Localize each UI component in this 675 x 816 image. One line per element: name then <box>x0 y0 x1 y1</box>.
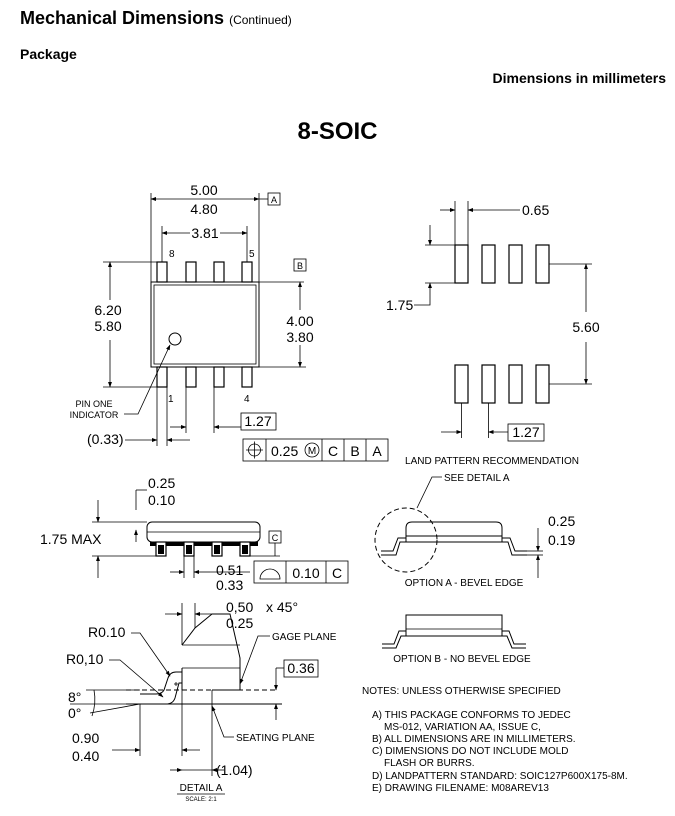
flatness-datum: C <box>332 565 342 581</box>
land-pattern: 0.65 1.75 5.60 1.27 LAND PATTERN RECOMME… <box>386 201 600 467</box>
option-views: SEE DETAIL A 0.25 0.19 OPTION A - BEVEL … <box>374 473 575 665</box>
pin-one-label-1: PIN ONE <box>75 399 112 409</box>
detail-title: DETAIL A <box>180 783 223 794</box>
angle-max: 8° <box>68 689 81 705</box>
note-c-1: C) DIMENSIONS DO NOT INCLUDE MOLD <box>372 746 569 757</box>
fcf-datum-3: A <box>372 443 382 459</box>
chamfer-max: 0,50 <box>226 599 253 615</box>
lp-pad-length: 1.75 <box>386 297 413 313</box>
overall-width-min: 5.80 <box>94 318 121 334</box>
see-detail-a: SEE DETAIL A <box>444 473 510 484</box>
notes-heading: NOTES: UNLESS OTHERWISE SPECIFIED <box>362 686 561 697</box>
gage-plane-label: GAGE PLANE <box>272 632 337 643</box>
profile-symbol-icon <box>259 568 281 580</box>
standoff-max: 0.25 <box>148 475 175 491</box>
body-length-max: 5.00 <box>190 182 217 198</box>
option-b-label: OPTION B - NO BEVEL EDGE <box>393 654 531 665</box>
body-length-min: 4.80 <box>190 201 217 217</box>
top-body-outline <box>150 281 260 368</box>
mmc-modifier-icon <box>304 442 320 458</box>
option-a-label: OPTION A - BEVEL EDGE <box>405 578 524 589</box>
pin-1-label: 1 <box>168 394 174 405</box>
lead-width-min: 0.33 <box>216 577 243 593</box>
top-pin-7 <box>185 261 197 283</box>
top-pin-6 <box>213 261 225 283</box>
pin-one-dot <box>168 332 182 346</box>
note-a-2: MS-012, VARIATION AA, ISSUE C, <box>384 722 541 733</box>
units-note: Dimensions in millimeters <box>492 70 667 86</box>
note-e: E) DRAWING FILENAME: M08AREV13 <box>372 783 549 794</box>
top-pin-2 <box>185 366 197 388</box>
section-subtitle: Package <box>20 46 77 62</box>
pin-one-label-2: INDICATOR <box>70 410 119 420</box>
note-c-2: FLASH OR BURRS. <box>384 758 475 769</box>
top-pin-5 <box>241 261 253 283</box>
pin-5-label: 5 <box>249 249 255 260</box>
side-view: 0.25 0.10 1.75 MAX C 0.51 0.33 0.10 C <box>40 475 349 593</box>
body-width-min: 3.80 <box>286 329 313 345</box>
chamfer-min: 0.25 <box>226 615 253 631</box>
datum-c-label: C <box>272 533 279 543</box>
top-pin-4 <box>241 366 253 388</box>
lp-pad-width: 0.65 <box>522 202 549 218</box>
foot-max: 0.90 <box>72 730 99 746</box>
overall-width-max: 6.20 <box>94 302 121 318</box>
datum-a-label: A <box>271 195 277 205</box>
side-height: 1.75 MAX <box>40 531 102 547</box>
detail-a: 0,50 0.25 x 45° R0.10 R0,10 GAGE PLANE 0… <box>66 599 337 803</box>
note-d: D) LANDPATTERN STANDARD: SOIC127P600X175… <box>372 771 628 782</box>
flatness-value: 0.10 <box>292 565 319 581</box>
lead-offset: (0.33) <box>87 431 124 447</box>
position-symbol-icon <box>246 441 263 459</box>
lead-thickness-min: 0.19 <box>548 532 575 548</box>
top-pitch: 1.27 <box>244 413 271 429</box>
lead-width-max: 0.51 <box>216 562 243 578</box>
top-view: 8 5 1 4 5.00 4.80 A 3.81 B 6.20 5.80 <box>70 182 389 462</box>
note-b: B) ALL DIMENSIONS ARE IN MILLIMETERS. <box>372 734 576 745</box>
chamfer-angle: x 45° <box>266 599 298 615</box>
fcf-tolerance: 0.25 <box>271 443 298 459</box>
lp-title: LAND PATTERN RECOMMENDATION <box>405 456 579 467</box>
fcf-modifier: M <box>308 446 316 457</box>
gage-value: 0.36 <box>287 660 314 676</box>
top-pin-3 <box>213 366 225 388</box>
pin-8-label: 8 <box>169 249 175 260</box>
seating-plane-label: SEATING PLANE <box>236 733 315 744</box>
note-a-1: A) THIS PACKAGE CONFORMS TO JEDEC <box>372 710 571 721</box>
notes-block: NOTES: UNLESS OTHERWISE SPECIFIED A) THI… <box>362 686 628 794</box>
lp-pitch: 1.27 <box>512 424 539 440</box>
fcf-datum-2: B <box>350 443 359 459</box>
standoff-min: 0.10 <box>148 492 175 508</box>
radius-1: R0.10 <box>88 624 126 640</box>
title-text: Mechanical Dimensions <box>20 8 225 28</box>
detail-scale: SCALE: 2:1 <box>185 797 217 803</box>
title-suffix: (Continued) <box>229 13 292 27</box>
foot-min: 0.40 <box>72 748 99 764</box>
top-body-inner <box>153 284 257 365</box>
angle-min: 0° <box>68 705 81 721</box>
lead-thickness-max: 0.25 <box>548 513 575 529</box>
detail-body <box>212 613 241 691</box>
pin-span: 3.81 <box>191 225 218 241</box>
lp-row-spacing: 5.60 <box>572 319 599 335</box>
top-pin-1 <box>156 366 168 388</box>
body-width-max: 4.00 <box>286 313 313 329</box>
pin-4-label: 4 <box>244 394 250 405</box>
radius-2: R0,10 <box>66 651 104 667</box>
package-name: 8-SOIC <box>297 118 378 145</box>
top-pin-8 <box>156 261 168 283</box>
foot-length: (1.04) <box>216 762 253 778</box>
option-a-body <box>405 521 503 536</box>
page-title: Mechanical Dimensions (Continued) <box>20 8 292 29</box>
option-b-body <box>405 614 503 637</box>
datum-b-label: B <box>297 261 303 271</box>
fcf-datum-1: C <box>328 443 338 459</box>
